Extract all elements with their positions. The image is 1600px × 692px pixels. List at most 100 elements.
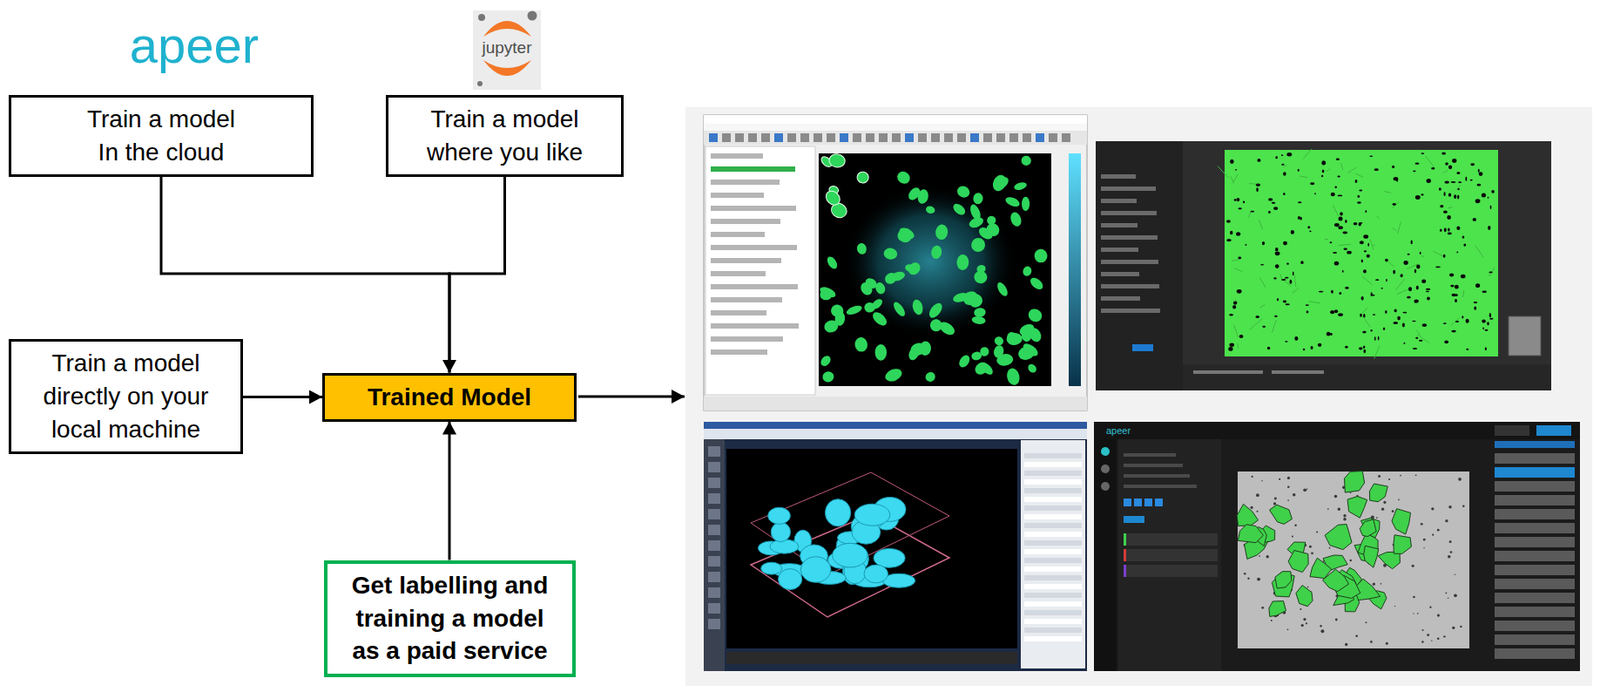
grain-boundary: [1341, 162, 1344, 170]
speck: [1334, 494, 1337, 498]
process-box: Train a model directly on your local mac…: [8, 338, 244, 454]
speck: [1255, 492, 1260, 497]
pore: [1342, 231, 1348, 235]
speck: [1343, 517, 1347, 521]
pore: [1297, 201, 1302, 203]
speck: [1377, 474, 1381, 478]
panel-row: [1123, 452, 1176, 457]
pore: [1470, 179, 1473, 182]
pore: [1463, 243, 1466, 246]
panel-row: [1100, 235, 1158, 240]
box-text: Train a model In the cloud: [76, 102, 247, 169]
panel-row: [710, 283, 798, 290]
pore: [1284, 340, 1288, 343]
grain-boundary: [1259, 276, 1266, 288]
speck: [1420, 522, 1424, 526]
grain-boundary: [1362, 276, 1373, 285]
pore: [1444, 162, 1449, 166]
speck: [1426, 633, 1430, 636]
pore: [1282, 241, 1288, 246]
tool-icon: [708, 508, 721, 520]
speck: [1307, 586, 1310, 588]
nucleus: [828, 153, 846, 169]
grain-boundary: [1392, 202, 1400, 208]
speck: [1274, 497, 1277, 500]
logo-dot: [477, 81, 483, 87]
table-row: [1024, 592, 1082, 598]
ui-button: [1536, 425, 1572, 436]
tool-icon: [983, 133, 993, 142]
list-header: [1494, 440, 1575, 448]
ui-toggle: [1144, 498, 1153, 507]
pore: [1338, 216, 1344, 221]
grain-boundary: [1377, 216, 1380, 218]
speck: [1261, 479, 1263, 481]
flow-arrow: [243, 395, 323, 399]
cell-surface: [824, 499, 851, 527]
pore: [1453, 194, 1457, 199]
pore: [1255, 187, 1259, 192]
pore: [1284, 276, 1289, 279]
pore: [1476, 183, 1481, 187]
annotation-polygon: [1269, 504, 1293, 524]
pore: [1421, 279, 1426, 284]
thumbnail: [1508, 316, 1541, 356]
grain-boundary: [1392, 228, 1398, 231]
nucleus: [1026, 362, 1039, 375]
pore: [1275, 250, 1281, 256]
nucleus: [1008, 210, 1023, 229]
pore: [1275, 247, 1279, 251]
pore: [1237, 207, 1243, 210]
speck: [1291, 534, 1294, 537]
pore: [1326, 331, 1331, 337]
pore: [1337, 225, 1344, 230]
nucleus: [1026, 325, 1044, 345]
ui-button: [1494, 425, 1530, 436]
speck: [1423, 546, 1425, 548]
flow-arrow: [448, 421, 452, 561]
grain-boundary: [1451, 317, 1459, 326]
pore: [1361, 296, 1364, 301]
annotation-polygon: [1393, 534, 1411, 554]
pore: [1281, 163, 1284, 166]
nucleus: [924, 204, 937, 215]
window: [703, 421, 1087, 671]
file-row: [1494, 480, 1575, 492]
speck: [1437, 636, 1440, 640]
pore: [1228, 343, 1235, 347]
speck: [1337, 507, 1341, 511]
panel-row: [710, 297, 783, 303]
speck: [1270, 619, 1273, 622]
pore: [1402, 323, 1405, 328]
nucleus: [891, 299, 907, 318]
table-row: [1024, 566, 1082, 572]
table-row: [1024, 635, 1082, 642]
pore: [1310, 345, 1314, 350]
nucleus: [967, 215, 986, 230]
nucleus: [895, 228, 910, 244]
result-box: Trained Model: [322, 372, 577, 422]
speck: [1383, 500, 1386, 504]
pore: [1330, 290, 1334, 294]
annotation-polygon: [1369, 483, 1388, 502]
pore: [1384, 310, 1387, 314]
tool-icon: [708, 540, 721, 551]
pore: [1362, 330, 1367, 334]
speck: [1320, 628, 1324, 633]
nucleus: [972, 192, 984, 205]
pore: [1229, 230, 1233, 235]
speck: [1376, 516, 1378, 519]
speck: [1251, 475, 1254, 478]
table-row: [1024, 618, 1082, 624]
file-row: [1494, 648, 1575, 659]
grain-boundary: [1337, 243, 1351, 246]
pore: [1435, 265, 1441, 268]
speck: [1292, 492, 1297, 497]
pore: [1344, 219, 1348, 223]
speck: [1287, 628, 1290, 631]
speck: [1412, 612, 1414, 614]
speck: [1370, 640, 1373, 643]
pore: [1344, 345, 1349, 349]
pore: [1239, 334, 1244, 338]
table-row: [1024, 627, 1082, 633]
